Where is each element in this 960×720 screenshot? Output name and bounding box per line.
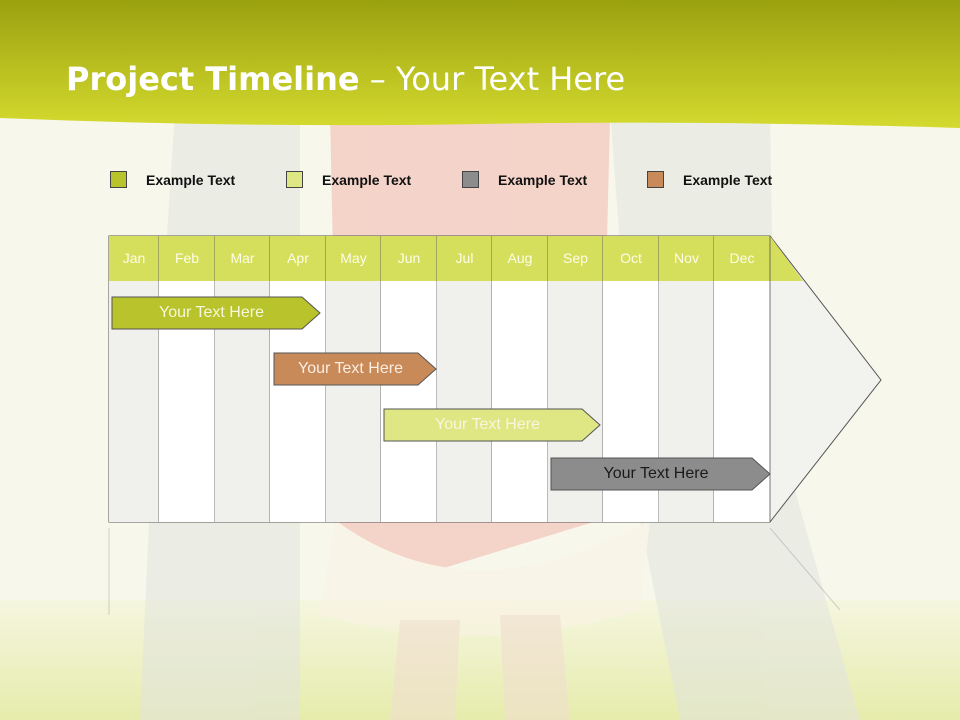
legend-swatch: [462, 171, 479, 188]
timeline-task-arrow: [550, 457, 771, 491]
month-header-cell: [659, 236, 714, 281]
timeline-task-label: Your Text Here: [298, 360, 403, 377]
month-column: [381, 281, 437, 522]
slide-title: Project Timeline – Your Text Here: [66, 60, 625, 98]
timeline-task-label: Your Text Here: [435, 416, 540, 433]
month-label-nov: Nov: [674, 250, 699, 266]
month-column: [326, 281, 381, 522]
timeline-reflection: [108, 527, 841, 615]
timeline-task-arrow: [111, 296, 321, 330]
month-header-cell: [159, 236, 215, 281]
title-rest: – Your Text Here: [359, 60, 626, 98]
month-header-cell: [714, 236, 770, 281]
timeline-task-arrow: [383, 408, 601, 442]
month-header-cell: [215, 236, 270, 281]
legend-label: Example Text: [498, 172, 588, 188]
month-label-dec: Dec: [729, 250, 755, 266]
month-label-aug: Aug: [507, 250, 533, 266]
month-column: [437, 281, 492, 522]
month-header-cell: [270, 236, 326, 281]
month-header-cell: [437, 236, 492, 281]
month-column: [492, 281, 548, 522]
timeline-task-arrow: [273, 352, 437, 386]
legend-swatch: [647, 171, 664, 188]
month-header-cell: [603, 236, 659, 281]
legend-label: Example Text: [683, 172, 773, 188]
timeline-task-label: Your Text Here: [603, 465, 709, 482]
month-label-sep: Sep: [563, 250, 588, 266]
timeline-task-label: Your Text Here: [159, 304, 264, 321]
month-label-may: May: [340, 250, 367, 266]
legend-swatch: [110, 171, 127, 188]
month-header-cell: [326, 236, 381, 281]
legend-label: Example Text: [322, 172, 412, 188]
month-label-oct: Oct: [620, 250, 642, 266]
month-header-cell: [492, 236, 548, 281]
month-header-cell: [381, 236, 437, 281]
month-header-cell: [548, 236, 603, 281]
month-label-mar: Mar: [230, 250, 255, 266]
month-label-jun: Jun: [397, 250, 421, 266]
timeline-arrow-head-top: [770, 236, 803, 281]
month-label-jul: Jul: [455, 250, 474, 266]
month-label-jan: Jan: [122, 250, 146, 266]
month-label-apr: Apr: [287, 250, 309, 266]
legend-swatch: [286, 171, 303, 188]
title-bold: Project Timeline: [66, 60, 360, 98]
legend-label: Example Text: [146, 172, 236, 188]
month-header-cell: [109, 236, 159, 281]
month-label-feb: Feb: [174, 250, 200, 266]
